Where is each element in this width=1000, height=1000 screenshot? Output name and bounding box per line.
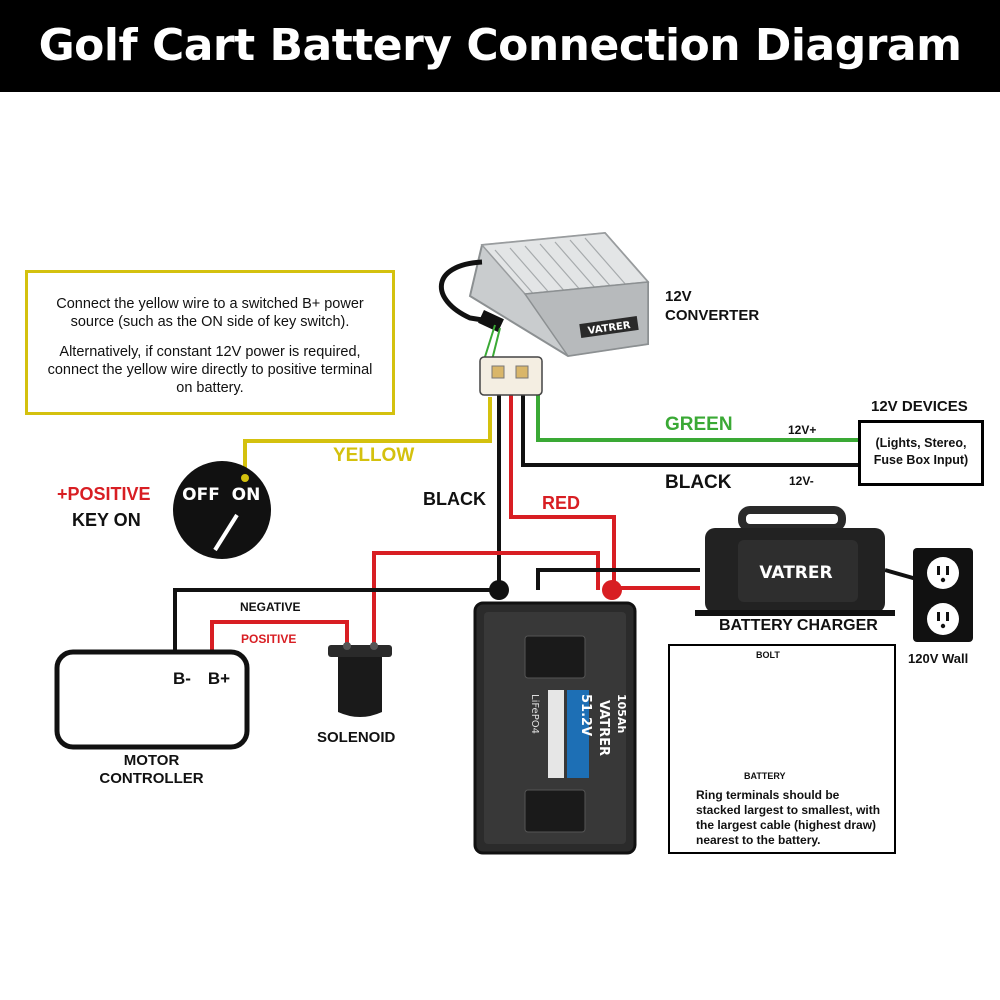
b-minus-terminal: B- bbox=[173, 669, 191, 688]
page-title: Golf Cart Battery Connection Diagram bbox=[38, 20, 962, 71]
b-plus-terminal: B+ bbox=[208, 669, 230, 688]
black-main-wire-label: BLACK bbox=[423, 489, 486, 509]
yellow-wire bbox=[243, 397, 492, 478]
devices-box: (Lights, Stereo, Fuse Box Input) bbox=[858, 420, 984, 486]
bolt-label: BOLT bbox=[756, 650, 780, 660]
green-wire-label: GREEN bbox=[665, 414, 733, 435]
yellow-wire-label: YELLOW bbox=[333, 445, 415, 466]
charger-unit: VATRER bbox=[695, 506, 895, 616]
wall-outlet bbox=[913, 548, 973, 642]
positive-junction bbox=[602, 580, 622, 600]
battery-voltage-text: 51.2V bbox=[578, 694, 593, 736]
converter-ring-label: CONVERTER bbox=[810, 685, 861, 694]
solenoid-label: SOLENOID bbox=[317, 729, 396, 746]
wall-label: 120V Wall bbox=[908, 651, 969, 666]
v-minus-label: 12V- bbox=[789, 474, 814, 488]
battery-brand-text: VATRER bbox=[596, 700, 611, 756]
converter-label: 12V CONVERTER bbox=[665, 287, 759, 325]
ring-terminal-box: BOLT CONVERTER CHARGER CONTROLLER BATTER… bbox=[668, 644, 896, 854]
instruction-note: Connect the yellow wire to a switched B+… bbox=[25, 270, 395, 415]
ring-terminal-note: Ring terminals should be stacked largest… bbox=[696, 788, 881, 847]
controller-ring-label: CONTROLLER bbox=[825, 712, 881, 721]
black-charger-wire bbox=[536, 568, 700, 590]
devices-title: 12V DEVICES bbox=[871, 398, 968, 415]
motor-controller-box bbox=[54, 649, 250, 750]
negative-wire bbox=[173, 588, 499, 652]
positive-key-label: +POSITIVE bbox=[57, 484, 151, 504]
motor-controller-label: MOTOR CONTROLLER bbox=[94, 752, 209, 788]
positive-wire-label: POSITIVE bbox=[241, 632, 297, 646]
battery-chemistry-text: LiFePO4 bbox=[529, 694, 540, 734]
solenoid-unit bbox=[328, 642, 392, 717]
battery-capacity-text: 105Ah bbox=[615, 694, 628, 733]
title-bar: Golf Cart Battery Connection Diagram bbox=[0, 0, 1000, 92]
negative-junction bbox=[489, 580, 509, 600]
key-off-label: OFF bbox=[182, 485, 220, 505]
negative-wire-label: NEGATIVE bbox=[240, 600, 301, 614]
motor-controller-label-line2: CONTROLLER bbox=[99, 770, 204, 787]
motor-controller-label-line1: MOTOR bbox=[123, 752, 180, 769]
red-converter-wire bbox=[509, 392, 616, 590]
black-devices-wire-label: BLACK bbox=[665, 472, 732, 493]
green-wire bbox=[536, 392, 858, 442]
battery-unit: 51.2V VATRER 105Ah LiFePO4 bbox=[473, 601, 637, 855]
key-on-label: ON bbox=[232, 485, 261, 505]
red-wire-label: RED bbox=[542, 493, 581, 513]
key-switch: OFF ON bbox=[173, 461, 271, 559]
converter-label-line2: CONVERTER bbox=[665, 307, 760, 324]
black-devices-wire bbox=[521, 392, 858, 467]
devices-desc: (Lights, Stereo, Fuse Box Input) bbox=[873, 436, 969, 467]
charger-ring-label: CHARGER bbox=[684, 701, 725, 710]
converter-unit: VATRER bbox=[439, 231, 650, 396]
charger-label: BATTERY CHARGER bbox=[719, 617, 878, 634]
charger-brand-text: VATRER bbox=[759, 563, 832, 583]
positive-wire bbox=[210, 620, 349, 652]
v-plus-label: 12V+ bbox=[788, 423, 817, 437]
converter-label-line1: 12V bbox=[665, 288, 692, 305]
note-line-1: Connect the yellow wire to a switched B+… bbox=[56, 296, 364, 330]
key-on-caption: KEY ON bbox=[72, 510, 141, 530]
battery-ring-label: BATTERY bbox=[744, 771, 786, 781]
note-line-2: Alternatively, if constant 12V power is … bbox=[47, 344, 373, 396]
